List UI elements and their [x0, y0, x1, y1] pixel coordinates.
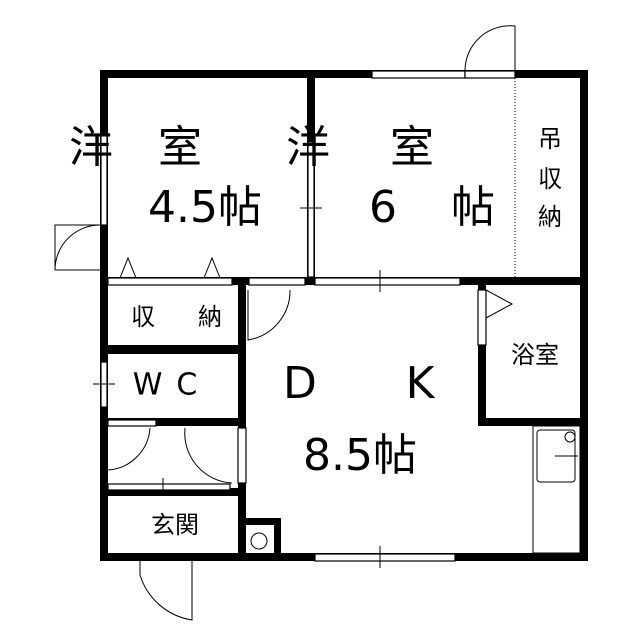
bathroom-label: 浴室 [511, 341, 559, 369]
storage-label: 納 [198, 303, 222, 331]
dk-label-k: K [406, 358, 436, 409]
room-size-bedroom2-num: 6 [369, 182, 397, 233]
hanging-storage-char: 納 [538, 203, 562, 231]
hanging-storage-char: 吊 [538, 125, 562, 153]
room-label-bedroom2: 洋室 [286, 122, 494, 173]
dk-label-d: D [283, 358, 317, 409]
storage-label: 収 [131, 303, 155, 331]
wc-label: WC [133, 368, 212, 403]
room-size-bedroom1: 4.5帖 [148, 182, 262, 233]
entrance-label: 玄関 [151, 511, 199, 539]
room-size-bedroom2-unit: 帖 [451, 182, 495, 233]
doors [54, 25, 581, 621]
dk-size: 8.5帖 [303, 430, 417, 481]
windows [93, 70, 516, 568]
room-label-bedroom1: 洋室 [69, 122, 247, 173]
hanging-storage-char: 収 [538, 165, 562, 193]
